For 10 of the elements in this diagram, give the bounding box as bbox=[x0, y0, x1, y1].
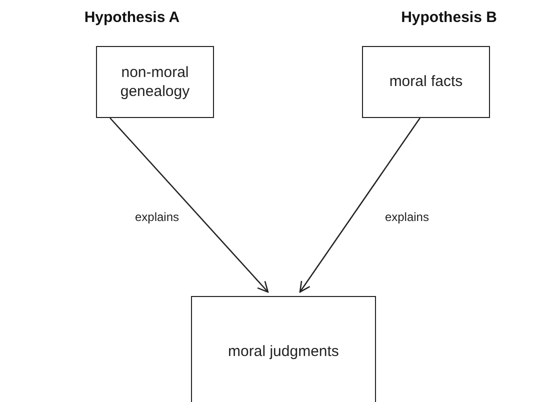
hypothesis-heading: Hypothesis B bbox=[400, 9, 498, 26]
edge-label: explains bbox=[132, 210, 182, 224]
arrow bbox=[299, 118, 421, 293]
box-text: moral judgments bbox=[228, 342, 339, 362]
edge-label: explains bbox=[382, 210, 431, 224]
text-box bbox=[191, 296, 376, 402]
box-text: non-moral genealogy bbox=[119, 62, 191, 102]
hypothesis-heading: Hypothesis A bbox=[83, 9, 181, 26]
arrow bbox=[110, 118, 269, 293]
box-text: moral facts bbox=[389, 72, 463, 92]
